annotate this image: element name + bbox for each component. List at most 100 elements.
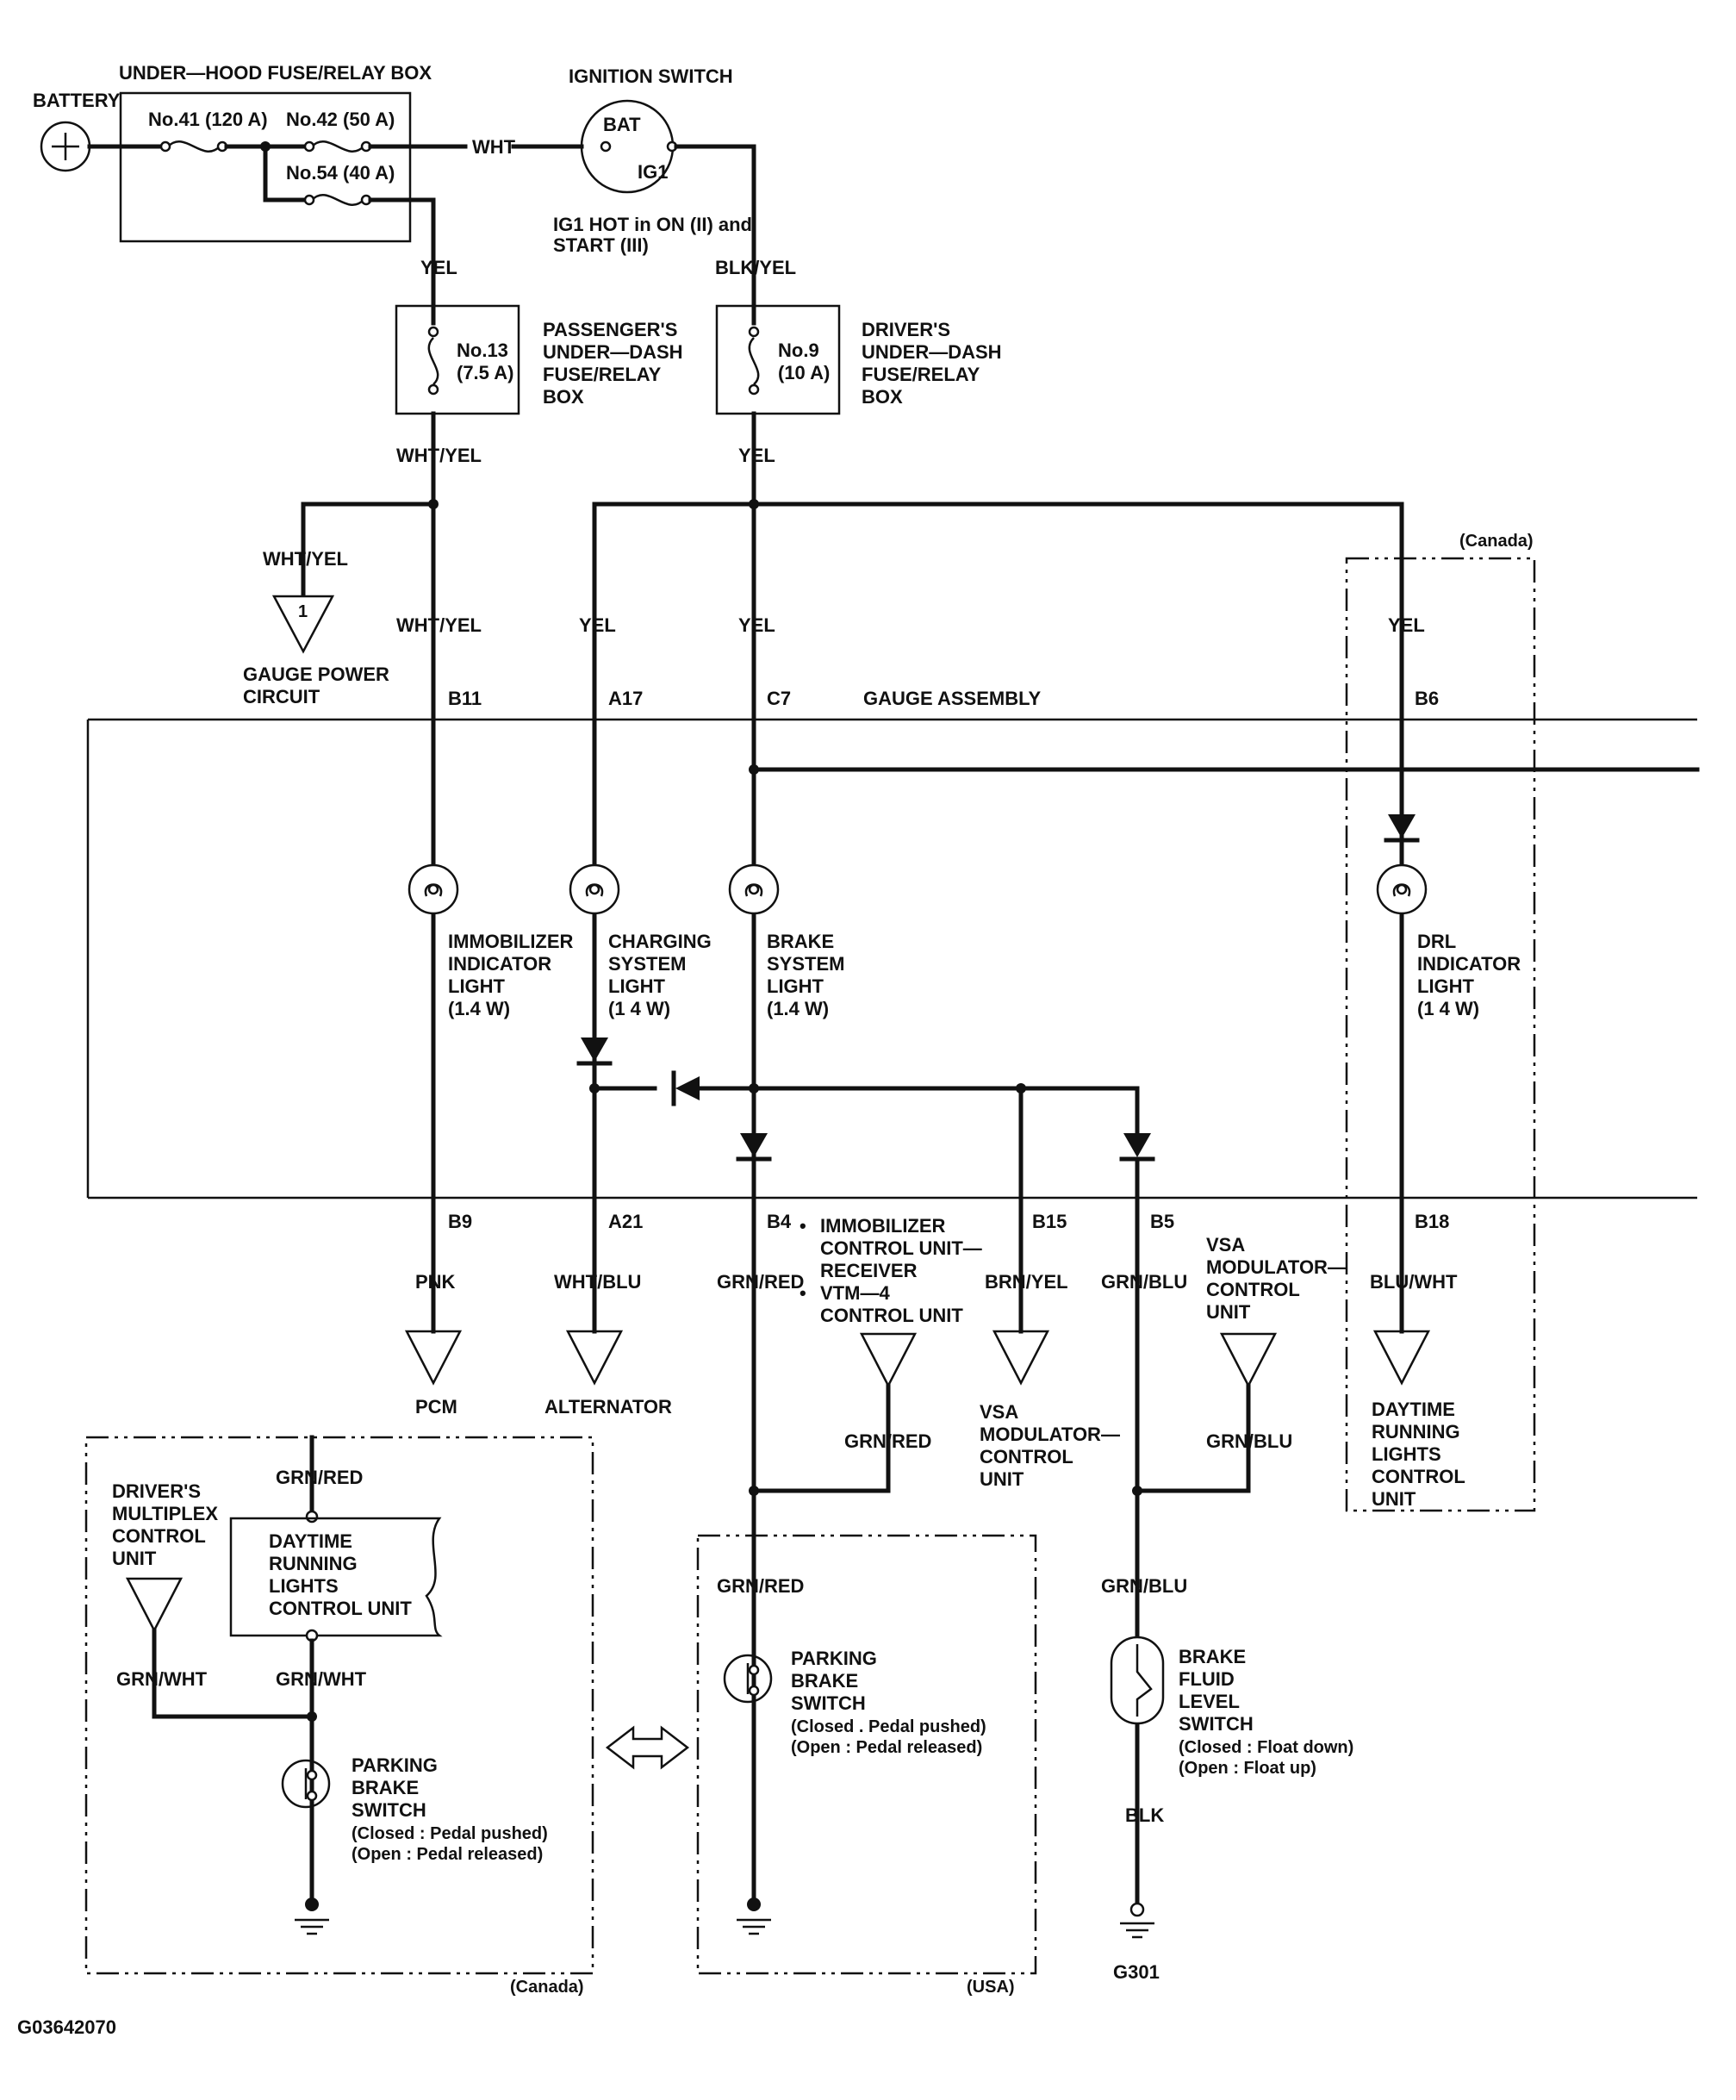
gauge-power-connector <box>271 595 335 654</box>
vsa-bottom-line-1: VSA <box>980 1401 1018 1423</box>
wire-wht-yel-box: WHT/YEL <box>396 445 482 466</box>
wire-yel-a17: YEL <box>579 614 616 636</box>
g301-ground-symbol <box>1120 1922 1154 1939</box>
immob-line-5: CONTROL UNIT <box>820 1305 963 1326</box>
vsa-diode <box>1119 1133 1155 1162</box>
canada-drl-region <box>1345 557 1536 1512</box>
under-hood-fuse-box <box>119 91 412 243</box>
driver-box-label-3: FUSE/RELAY <box>862 364 980 385</box>
splice-wht-yel <box>428 499 439 509</box>
usa-ground-splice <box>747 1897 761 1911</box>
brake-fluid-level-switch <box>1110 1636 1165 1725</box>
wire-pnk: PNK <box>415 1271 456 1293</box>
pin-a17: A17 <box>608 688 643 709</box>
wire-yel-c7: YEL <box>738 614 775 636</box>
g301-terminal <box>1129 1902 1145 1917</box>
driver-box-label-1: DRIVER'S <box>862 319 950 340</box>
splice-grn-blu <box>1132 1486 1142 1496</box>
immob-line-3: RECEIVER <box>820 1260 918 1281</box>
brake-fluid-line-3: LEVEL <box>1179 1691 1240 1712</box>
multiplex-control-unit-label: DRIVER'S MULTIPLEX CONTROL UNIT <box>112 1480 218 1569</box>
canada-drl-line-3: LIGHTS <box>269 1575 339 1597</box>
mux-line-3: CONTROL <box>112 1525 206 1547</box>
splice-charging <box>589 1083 600 1094</box>
mux-line-2: MULTIPLEX <box>112 1503 218 1524</box>
immobilizer-connector <box>859 1332 918 1388</box>
canada-drl-line-1: DAYTIME <box>269 1530 352 1552</box>
canada-drl-line-4: CONTROL UNIT <box>269 1598 412 1619</box>
pin-b18: B18 <box>1415 1211 1449 1232</box>
vsa-bottom-line-3: CONTROL <box>980 1446 1073 1468</box>
drl-unit-line-1: DAYTIME <box>1372 1399 1455 1420</box>
charging-light-label: CHARGING SYSTEM LIGHT (1 4 W) <box>608 931 712 1019</box>
brake-system-bulb <box>728 863 780 915</box>
fuse-13-symbol <box>427 337 439 385</box>
immobilizer-light-label-4: (1.4 W) <box>448 998 510 1019</box>
vsa-top-line-1: VSA <box>1206 1234 1245 1256</box>
brake-fluid-line-6: (Open : Float up) <box>1179 1759 1316 1778</box>
driver-fuse-box <box>715 304 841 415</box>
passenger-box-label-2: UNDER—DASH <box>543 341 683 363</box>
wire-grn-blu-vsa: GRN/BLU <box>1206 1430 1292 1452</box>
pcm-connector <box>404 1330 463 1386</box>
drl-diode <box>1384 814 1420 843</box>
pin-c7: C7 <box>767 688 791 709</box>
vsa-modulator-label-bottom: VSA MODULATOR— CONTROL UNIT <box>980 1401 1120 1490</box>
drl-light-label: DRL INDICATOR LIGHT (1 4 W) <box>1417 931 1521 1019</box>
wire-yel-b6: YEL <box>1388 614 1425 636</box>
bullet-2: • <box>800 1282 806 1304</box>
canada-switch-line-5: (Open : Pedal released) <box>352 1845 543 1864</box>
drl-unit-line-3: LIGHTS <box>1372 1443 1441 1465</box>
canada-drl-unit-label: DAYTIME RUNNING LIGHTS CONTROL UNIT <box>269 1530 412 1619</box>
mux-line-4: UNIT <box>112 1548 157 1569</box>
ignition-note-1: IG1 HOT in ON (II) and <box>553 214 752 235</box>
immobilizer-light-label: IMMOBILIZER INDICATOR LIGHT (1.4 W) <box>448 931 574 1019</box>
wire-grn-wht-left: GRN/WHT <box>116 1668 208 1690</box>
driver-box-label-2: UNDER—DASH <box>862 341 1002 363</box>
vsa-modulator-label-top: VSA MODULATOR— CONTROL UNIT <box>1206 1234 1347 1323</box>
bullet-1: • <box>800 1215 806 1237</box>
ground-g301-label: G301 <box>1113 1961 1160 1983</box>
ignition-bat-terminal <box>600 140 612 153</box>
gauge-assembly-frame <box>86 718 1697 1200</box>
splice-gauge-bus <box>749 764 759 775</box>
wire-grn-wht-right: GRN/WHT <box>276 1668 367 1690</box>
fuse-9-symbol <box>748 337 760 385</box>
canada-splice <box>307 1711 317 1722</box>
wire-brn-yel: BRN/YEL <box>985 1271 1068 1293</box>
wire-wht-blu: WHT/BLU <box>554 1271 641 1293</box>
brake-diode <box>736 1133 772 1162</box>
wire-blk-yel: BLK/YEL <box>715 257 796 278</box>
wire-yel-passenger: YEL <box>420 257 457 278</box>
immob-line-4: VTM—4 <box>820 1282 890 1304</box>
canada-drl-unit-box <box>229 1517 443 1637</box>
drl-light-label-1: DRL <box>1417 931 1456 952</box>
drl-light-label-3: LIGHT <box>1417 975 1475 997</box>
ignition-switch-label: IGNITION SWITCH <box>569 65 733 87</box>
passenger-box-label-4: BOX <box>543 386 584 408</box>
vsa-modulator-connector-top <box>1219 1332 1278 1388</box>
driver-box-label: DRIVER'S UNDER—DASH FUSE/RELAY BOX <box>862 319 1002 408</box>
fuse-13-terminal-bottom <box>427 383 439 396</box>
immob-line-2: CONTROL UNIT— <box>820 1237 982 1259</box>
ignition-bat-label: BAT <box>603 114 641 135</box>
charging-light-label-3: LIGHT <box>608 975 666 997</box>
brake-fluid-line-5: (Closed : Float down) <box>1179 1738 1353 1757</box>
usa-switch-line-3: SWITCH <box>791 1692 866 1714</box>
fuse-41-symbol <box>167 140 221 153</box>
fuse-13-terminal-top <box>427 326 439 338</box>
drl-unit-line-2: RUNNING <box>1372 1421 1460 1443</box>
brake-to-charging-diode <box>671 1070 700 1106</box>
brake-fluid-line-4: SWITCH <box>1179 1713 1254 1735</box>
canada-drl-terminal-top <box>305 1510 319 1524</box>
gauge-power-number: 1 <box>298 602 308 621</box>
alternate-circuit-arrow <box>605 1725 690 1770</box>
vsa-top-line-3: CONTROL <box>1206 1279 1300 1300</box>
wire-wht-yel-b11: WHT/YEL <box>396 614 482 636</box>
canada-parking-brake-switch <box>281 1757 331 1810</box>
passenger-box-label-1: PASSENGER'S <box>543 319 677 340</box>
battery-label: BATTERY <box>33 90 121 111</box>
alternator-connector <box>565 1330 624 1386</box>
pin-b4: B4 <box>767 1211 792 1232</box>
